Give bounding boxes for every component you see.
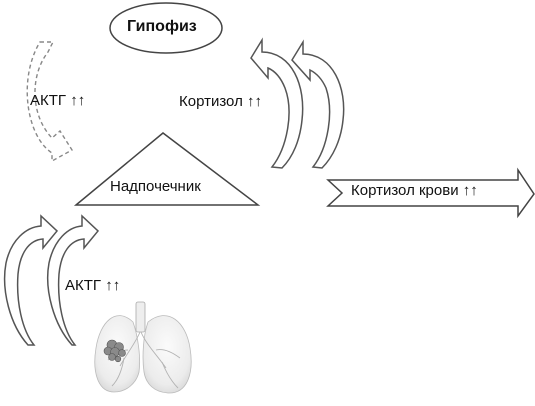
- adrenal-label: Надпочечник: [110, 178, 201, 195]
- tumor-mass: [103, 339, 126, 363]
- acth-lung-arrow-1: [3, 214, 59, 346]
- acth-lung-arrow-2: [46, 214, 100, 346]
- dashed-acth-arrow: [26, 41, 73, 163]
- acth-upper-label: АКТГ ↑↑: [30, 92, 86, 109]
- trachea: [135, 301, 146, 333]
- adrenal-triangle: [73, 132, 261, 206]
- cortisol-feedback-arrow-1: [250, 37, 304, 169]
- blood-cortisol-label: Кортизол крови ↑↑: [351, 182, 478, 199]
- acth-lower-label: АКТГ ↑↑: [65, 277, 121, 294]
- blood-cortisol-arrow: [326, 167, 535, 219]
- lungs-illustration: [94, 301, 192, 394]
- right-lung: [142, 315, 192, 394]
- cortisol-feedback-arrow-2: [291, 39, 345, 169]
- pituitary-label: Гипофиз: [127, 18, 197, 35]
- cortisol-label: Кортизол ↑↑: [179, 93, 262, 110]
- pituitary-ellipse: [109, 2, 223, 54]
